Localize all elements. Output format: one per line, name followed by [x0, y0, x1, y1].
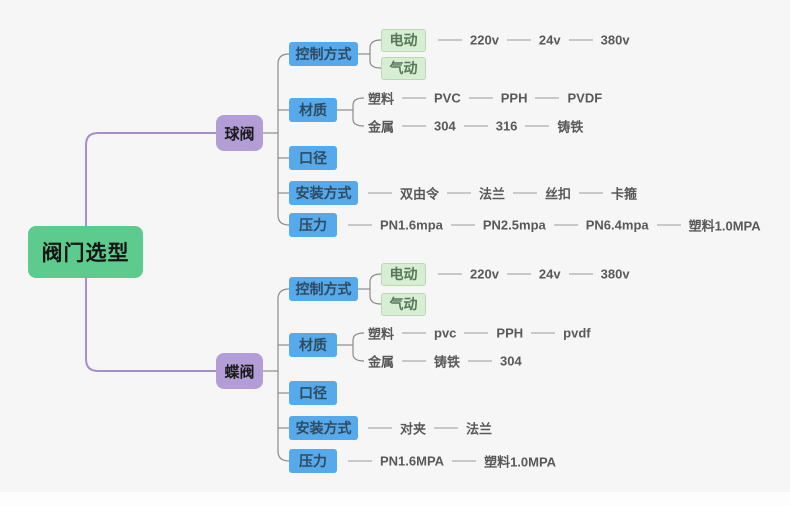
leaf-butterfly-pph[interactable]: PPH: [496, 325, 524, 341]
leaf-ball-304[interactable]: 304: [434, 118, 456, 134]
leaf-butterfly-flange[interactable]: 法兰: [466, 421, 493, 437]
leaf-ball-electric[interactable]: 电动: [381, 28, 426, 52]
leaf-ball-volt-24v[interactable]: 24v: [538, 32, 561, 48]
connector-dash: [464, 332, 489, 334]
leaf-ball-pn64[interactable]: PN6.4mpa: [585, 217, 649, 233]
leaf-butterfly-304[interactable]: 304: [500, 353, 522, 369]
connector-dash: [402, 360, 427, 362]
connector-dash: [348, 460, 372, 462]
connector-dash: [368, 192, 392, 194]
chain-butterfly-metal: 金属 铸铁 304: [368, 352, 522, 371]
connector-dash: [468, 360, 493, 362]
leaf-butterfly-pn16[interactable]: PN1.6MPA: [380, 453, 445, 469]
leaf-ball-metal[interactable]: 金属: [368, 119, 395, 135]
connector-dash: [568, 39, 593, 41]
connector-dash: [535, 97, 560, 99]
connector-dash: [506, 39, 531, 41]
connector-dash: [525, 125, 550, 127]
chain-butterfly-pressure: PN1.6MPA 塑料1.0MPA: [340, 452, 556, 471]
leaf-butterfly-metal[interactable]: 金属: [368, 354, 395, 370]
connector-dash: [438, 273, 462, 275]
chain-ball-voltages: 220v 24v 380v: [430, 33, 630, 48]
leaf-ball-flange[interactable]: 法兰: [479, 186, 506, 202]
leaf-butterfly-pvc[interactable]: pvc: [434, 325, 457, 341]
leaf-ball-pneumatic[interactable]: 气动: [381, 56, 426, 80]
root-node-valve-selection[interactable]: 阀门选型: [28, 226, 143, 278]
connector-dash: [402, 125, 427, 127]
leaf-butterfly-cast-iron[interactable]: 铸铁: [434, 354, 461, 370]
connector-dash: [447, 192, 472, 194]
leaf-butterfly-pvdf[interactable]: pvdf: [563, 325, 591, 341]
leaf-butterfly-plastic-pn10[interactable]: 塑料1.0MPA: [484, 454, 557, 470]
connector-dash: [531, 332, 556, 334]
topic-ball-pressure[interactable]: 压力: [289, 213, 337, 237]
leaf-butterfly-plastic[interactable]: 塑料: [368, 326, 395, 342]
chain-ball-plastic: 塑料 PVC PPH PVDF: [368, 89, 602, 108]
chain-butterfly-voltages: 220v 24v 380v: [430, 267, 630, 282]
connector-dash: [402, 332, 427, 334]
leaf-ball-plastic[interactable]: 塑料: [368, 91, 395, 107]
topic-butterfly-install-method[interactable]: 安装方式: [289, 416, 358, 440]
leaf-ball-cast-iron[interactable]: 铸铁: [557, 119, 584, 135]
topic-butterfly-material[interactable]: 材质: [289, 333, 337, 357]
leaf-butterfly-volt-380v[interactable]: 380v: [600, 266, 630, 282]
topic-ball-control-method[interactable]: 控制方式: [289, 42, 358, 66]
leaf-butterfly-volt-24v[interactable]: 24v: [538, 266, 561, 282]
leaf-ball-pn16[interactable]: PN1.6mpa: [380, 217, 443, 233]
chain-butterfly-install: 对夹 法兰: [360, 419, 492, 438]
connector-dash: [450, 224, 475, 226]
connector-dash: [468, 97, 493, 99]
topic-butterfly-caliber[interactable]: 口径: [289, 381, 337, 405]
connector-dash: [463, 125, 488, 127]
leaf-ball-clamp[interactable]: 卡箍: [611, 186, 638, 202]
chain-ball-pressure: PN1.6mpa PN2.5mpa PN6.4mpa 塑料1.0MPA: [340, 216, 761, 235]
topic-butterfly-control-method[interactable]: 控制方式: [289, 277, 358, 301]
connector-dash: [434, 427, 459, 429]
leaf-ball-pph[interactable]: PPH: [500, 90, 528, 106]
connector-dash: [438, 39, 462, 41]
connector-dash: [506, 273, 531, 275]
leaf-ball-union[interactable]: 双由令: [400, 186, 440, 202]
connector-dash: [348, 224, 372, 226]
connector-dash: [553, 224, 578, 226]
leaf-butterfly-electric[interactable]: 电动: [381, 262, 426, 286]
leaf-ball-pvdf[interactable]: PVDF: [567, 90, 603, 106]
chain-butterfly-plastic: 塑料 pvc PPH pvdf: [368, 324, 591, 343]
connector-dash: [368, 427, 392, 429]
ball-fork-connectors: [262, 39, 382, 226]
leaf-ball-pn25[interactable]: PN2.5mpa: [482, 217, 546, 233]
connector-dash: [568, 273, 593, 275]
leaf-ball-thread[interactable]: 丝扣: [545, 186, 572, 202]
branch-node-butterfly-valve[interactable]: 蝶阀: [216, 353, 263, 389]
branch-node-ball-valve[interactable]: 球阀: [216, 115, 263, 151]
connector-dash: [579, 192, 604, 194]
leaf-ball-volt-380v[interactable]: 380v: [600, 32, 630, 48]
leaf-butterfly-volt-220v[interactable]: 220v: [470, 266, 499, 282]
connector-dash: [402, 97, 427, 99]
leaf-butterfly-pneumatic[interactable]: 气动: [381, 292, 426, 316]
canvas-bottom-edge: [0, 492, 790, 506]
connector-dash: [452, 460, 477, 462]
connector-dash: [656, 224, 681, 226]
topic-ball-install-method[interactable]: 安装方式: [289, 181, 358, 205]
leaf-ball-plastic-pn10[interactable]: 塑料1.0MPA: [688, 218, 761, 234]
chain-ball-install: 双由令 法兰 丝扣 卡箍: [360, 184, 637, 203]
leaf-ball-pvc[interactable]: PVC: [434, 90, 461, 106]
chain-ball-metal: 金属 304 316 铸铁: [368, 117, 583, 136]
topic-ball-material[interactable]: 材质: [289, 98, 337, 122]
leaf-butterfly-wafer[interactable]: 对夹: [400, 421, 427, 437]
leaf-ball-316[interactable]: 316: [495, 118, 518, 134]
topic-butterfly-pressure[interactable]: 压力: [289, 449, 337, 473]
leaf-ball-volt-220v[interactable]: 220v: [470, 32, 499, 48]
butterfly-fork-connectors: [262, 273, 382, 462]
topic-ball-caliber[interactable]: 口径: [289, 146, 337, 170]
connector-dash: [513, 192, 538, 194]
